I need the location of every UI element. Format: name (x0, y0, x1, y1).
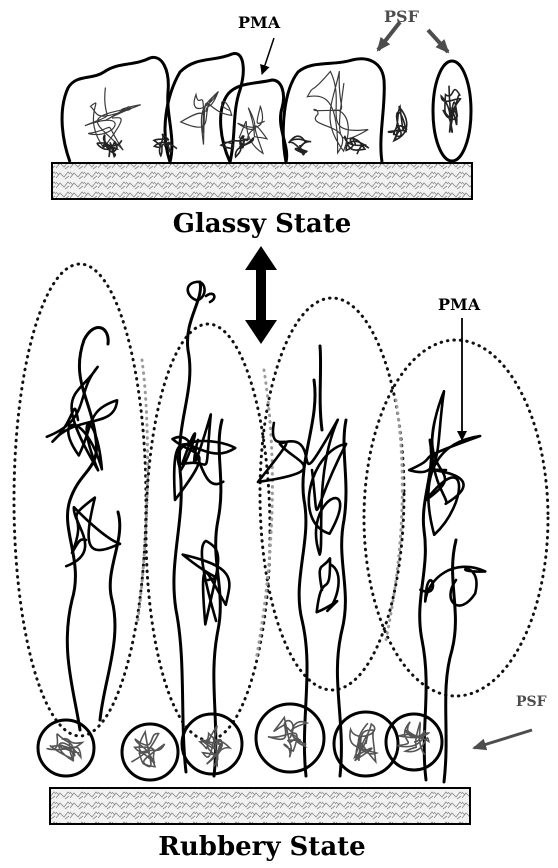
glassy-psf-coil (441, 86, 460, 133)
rubbery-psf-label: PSF (516, 694, 547, 710)
glassy-psf-coil (97, 135, 122, 158)
pma-envelope (146, 324, 270, 740)
rubbery-pma-chains (67, 282, 456, 782)
pma-envelope-overlap (386, 400, 402, 640)
psf-coil (350, 723, 377, 762)
glassy-psf-pointer-arrow-left (378, 22, 400, 50)
glassy-psf-coil (388, 106, 407, 141)
glassy-psf-coil (289, 136, 312, 155)
glassy-psf-pointer-arrow-right (428, 30, 448, 52)
glassy-psf-coils (97, 86, 460, 158)
pma-envelope (364, 340, 548, 696)
glassy-psf-coil (154, 134, 177, 156)
double-headed-arrow-icon (245, 246, 277, 344)
rubbery-pma-label: PMA (438, 295, 481, 314)
pma-chain-stem (299, 380, 315, 776)
rubbery-state-panel: PMA PSF Rubbery State (14, 264, 548, 862)
pma-coil (409, 391, 480, 535)
glassy-state-label: Glassy State (173, 209, 352, 239)
glassy-substrate (52, 163, 472, 199)
glassy-pma-pointer-arrow (262, 38, 274, 74)
pma-chain-stem (444, 540, 456, 782)
psf-coil (268, 718, 307, 758)
pma-envelope (260, 298, 404, 690)
arrow-icon (474, 730, 532, 748)
rubbery-psf-domains (38, 704, 442, 780)
psf-coil (131, 732, 164, 767)
pma-coil (183, 541, 230, 625)
pma-chain-stem (174, 282, 201, 772)
glassy-pma-label: PMA (238, 13, 281, 32)
rubbery-state-label: Rubbery State (158, 832, 365, 862)
pma-chain-stem (67, 328, 108, 730)
glassy-psf-label: PSF (384, 7, 420, 26)
glassy-pma-coil (85, 88, 141, 151)
pma-envelope (14, 264, 146, 736)
rubbery-substrate (50, 788, 470, 824)
pma-chain-stem (320, 346, 322, 430)
psf-coil (47, 734, 83, 761)
glassy-pma-coils (85, 71, 368, 153)
glassy-state-panel: PMA PSF Glassy State (52, 7, 472, 239)
pma-coil (317, 558, 339, 612)
